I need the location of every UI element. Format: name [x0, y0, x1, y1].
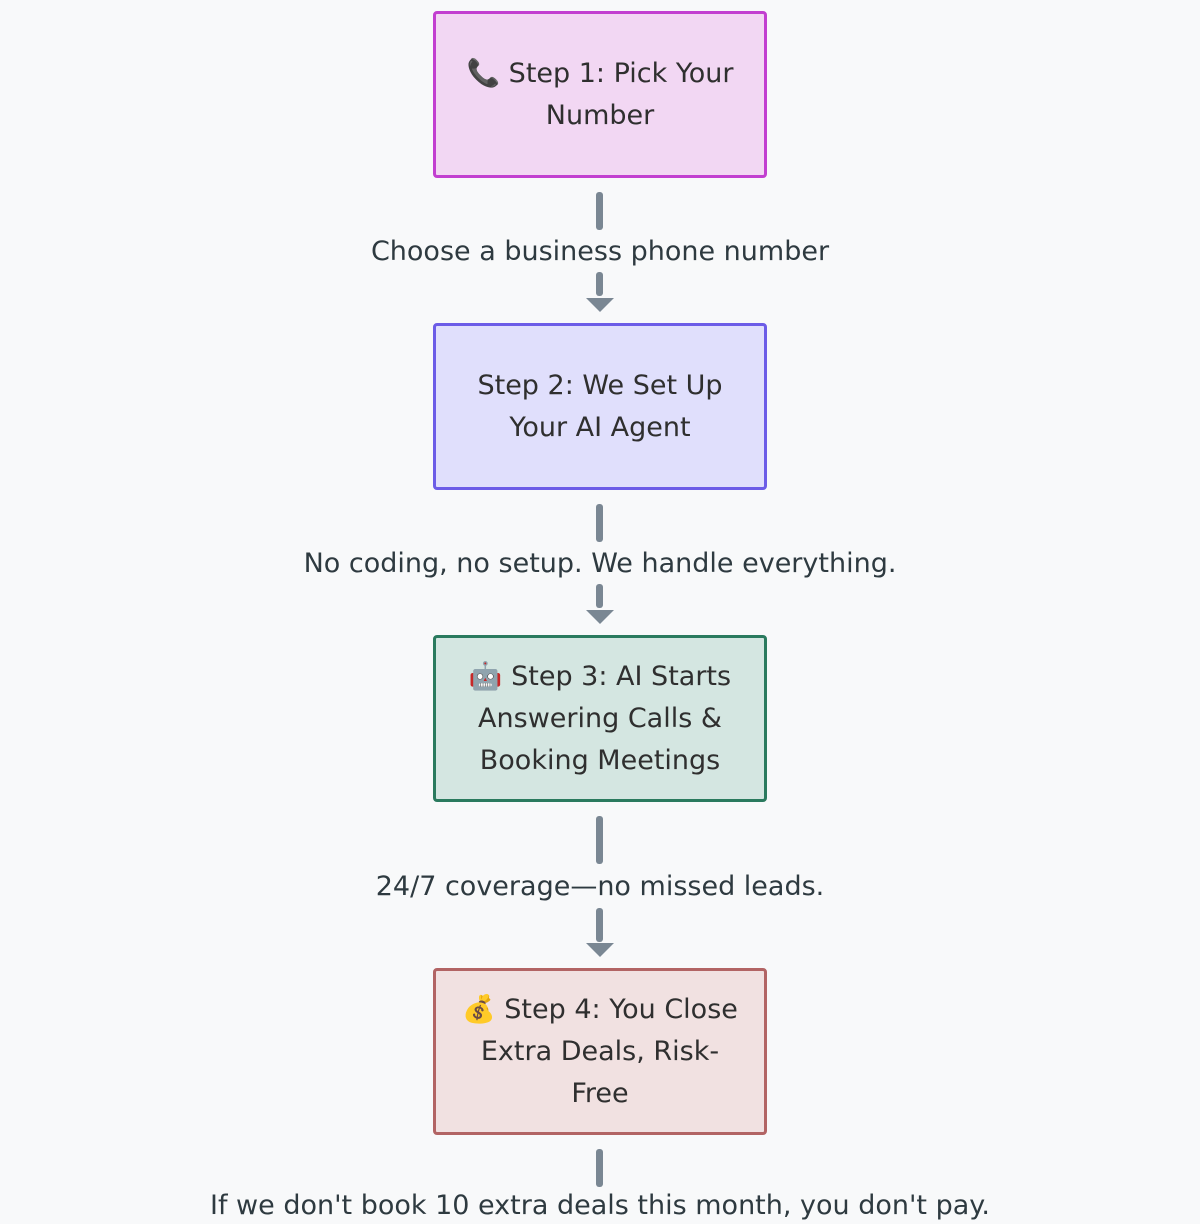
edge-1-line: [596, 192, 603, 230]
step-2-node: Step 2: We Set Up Your AI Agent: [433, 323, 767, 490]
edge-3-line-lower: [596, 908, 603, 942]
edge-2-label: No coding, no setup. We handle everythin…: [303, 548, 897, 579]
edge-1-line-lower: [596, 272, 603, 296]
edge-2-arrowhead: [586, 610, 614, 624]
step-2-label: Step 2: We Set Up Your AI Agent: [477, 369, 723, 443]
edge-3-arrowhead: [586, 943, 614, 957]
edge-3-label: 24/7 coverage—no missed leads.: [375, 871, 825, 902]
edge-4-line: [596, 1149, 603, 1187]
step-1-node: 📞 Step 1: Pick Your Number: [433, 11, 767, 178]
edge-2-line-lower: [596, 584, 603, 608]
step-3-label: 🤖 Step 3: AI Starts Answering Calls & Bo…: [468, 660, 732, 776]
edge-2-line: [596, 504, 603, 542]
step-4-node: 💰 Step 4: You Close Extra Deals, Risk-Fr…: [433, 968, 767, 1135]
step-3-node: 🤖 Step 3: AI Starts Answering Calls & Bo…: [433, 635, 767, 802]
step-4-label: 💰 Step 4: You Close Extra Deals, Risk-Fr…: [462, 993, 738, 1109]
edge-3-line: [596, 816, 603, 864]
edge-1-arrowhead: [586, 298, 614, 312]
step-1-label: 📞 Step 1: Pick Your Number: [466, 57, 734, 131]
edge-4-label: If we don't book 10 extra deals this mon…: [210, 1190, 990, 1221]
edge-1-label: Choose a business phone number: [370, 236, 830, 267]
